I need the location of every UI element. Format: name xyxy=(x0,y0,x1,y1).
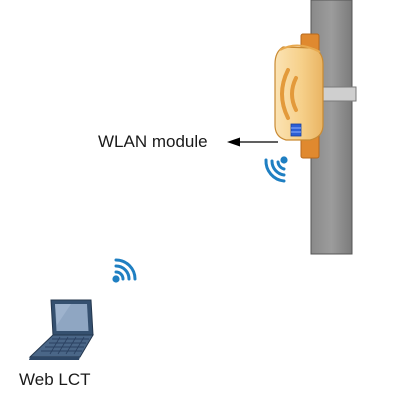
module-wifi-signal-icon xyxy=(264,156,288,183)
laptop-icon xyxy=(28,299,94,360)
wlan-module-icon xyxy=(274,33,324,159)
laptop-wifi-signal-icon xyxy=(112,258,137,283)
arrow-left-icon xyxy=(227,137,278,147)
web-lct-label: Web LCT xyxy=(19,370,91,389)
wlan-module-label: WLAN module xyxy=(98,132,208,151)
